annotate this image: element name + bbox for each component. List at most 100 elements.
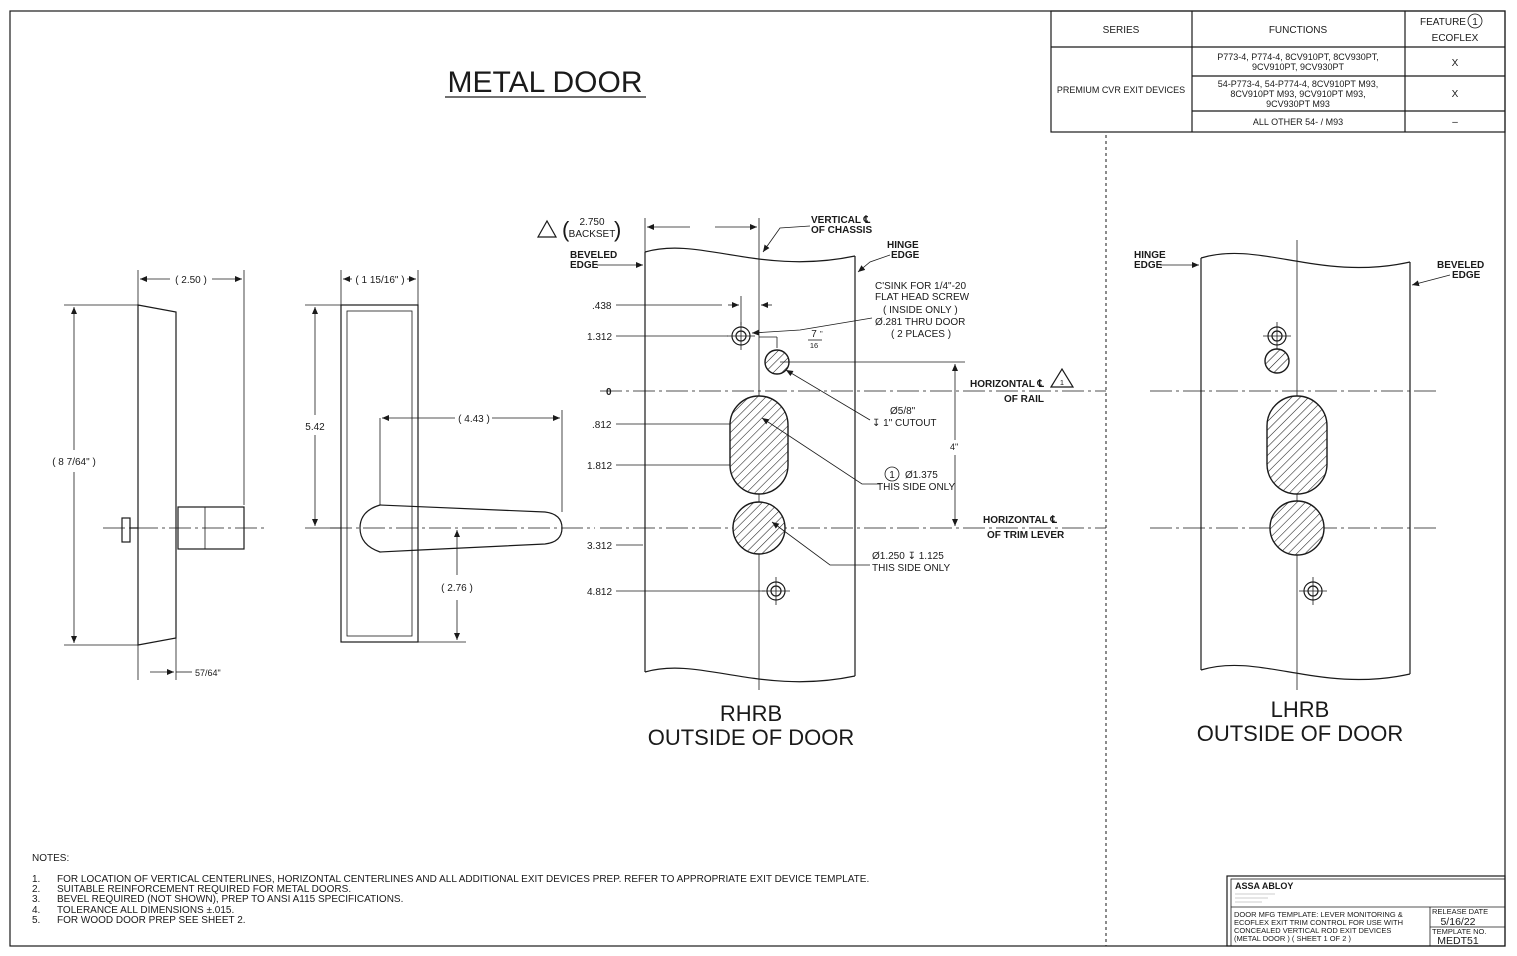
note-4-number: 4. (32, 905, 40, 916)
lhrb-door-view: HINGE EDGE BEVELED EDGE LHRB OUTSIDE OF … (1134, 240, 1484, 746)
lhrb-cutout (1264, 348, 1290, 374)
backset-open-paren: ( (562, 217, 570, 242)
function-row-2-line-3: 9CV930PT M93 (1266, 99, 1330, 109)
rail-cl-label-2: OF RAIL (1004, 394, 1044, 405)
lhrb-slot (1266, 395, 1328, 495)
trim-cl-label-2: OF TRIM LEVER (987, 530, 1065, 541)
series-name: PREMIUM CVR EXIT DEVICES (1057, 85, 1185, 95)
note-1-number: 1. (32, 874, 40, 885)
side-view: ( 2.50 ) ( 8 7/64" ) 57/64" (52, 270, 265, 680)
lhrb-hinge-label-2: EDGE (1134, 260, 1163, 271)
rhrb-caption-2: OUTSIDE OF DOOR (648, 725, 855, 750)
dim-zero: 0 (606, 387, 612, 398)
csink-note-1: C'SINK FOR 1/4"-20 (875, 281, 966, 292)
rail-revision-marker: 1 (1060, 378, 1064, 387)
dim-3-312: 3.312 (587, 541, 612, 552)
cutout-callout-1: Ø5/8" (890, 406, 916, 417)
feature-number: 1 (1472, 17, 1478, 28)
lhrb-csink-hole-top (1263, 322, 1291, 350)
note-5-number: 5. (32, 915, 40, 926)
offset-fraction-unit: " (820, 329, 823, 338)
template-desc-2: ECOFLEX EXIT TRIM CONTROL FOR USE WITH (1234, 918, 1403, 927)
template-desc-4: (METAL DOOR ) ( SHEET 1 OF 2 ) (1234, 934, 1351, 943)
feature-row-3-mark: – (1452, 117, 1458, 128)
feature-table: SERIES FUNCTIONS FEATURE 1 ECOFLEX PREMI… (1050, 10, 1506, 133)
note-5-text: FOR WOOD DOOR PREP SEE SHEET 2. (57, 915, 246, 926)
hinge-edge-label-1: HINGE (887, 240, 919, 251)
template-desc-1: DOOR MFG TEMPLATE: LEVER MONITORING & (1234, 910, 1403, 919)
front-height-dim: 5.42 (305, 422, 325, 433)
side-height-dim: ( 8 7/64" ) (52, 457, 96, 468)
front-width-dim: ( 1 15/16" ) (355, 275, 404, 286)
lhrb-hole (1269, 500, 1325, 556)
feature-row-2-mark: X (1452, 89, 1459, 100)
csink-note-3: ( INSIDE ONLY ) (883, 305, 958, 316)
vertical-cl-label-2: OF CHASSIS (811, 225, 872, 236)
notes-block: NOTES: 1. FOR LOCATION OF VERTICAL CENTE… (32, 853, 869, 926)
csink-note-4: Ø.281 THRU DOOR (875, 317, 965, 328)
slot-ref-circle (884, 466, 900, 482)
lhrb-caption-2: OUTSIDE OF DOOR (1197, 721, 1404, 746)
lhrb-csink-hole-bottom (1299, 577, 1327, 605)
offset-fraction-num: 7 (811, 329, 817, 340)
csink-hole-top (727, 322, 755, 350)
csink-hole-bottom (762, 577, 790, 605)
header-ecoflex: ECOFLEX (1432, 33, 1479, 44)
function-row-1-line-2: 9CV910PT, 9CV930PT (1252, 62, 1345, 72)
side-depth-dim: ( 2.50 ) (175, 275, 207, 286)
note-3-number: 3. (32, 894, 40, 905)
notes-heading: NOTES: (32, 853, 69, 864)
backset-close-paren: ) (614, 217, 621, 242)
hole-callout-1: Ø1.250 ↧ 1.125 (872, 551, 944, 562)
slot-callout-2: THIS SIDE ONLY (877, 482, 955, 493)
cutout-callout-2: ↧ 1" CUTOUT (872, 418, 937, 429)
backset-label: BACKSET (569, 229, 616, 240)
lhrb-hinge-label-1: HINGE (1134, 250, 1166, 261)
csink-note-5: ( 2 PLACES ) (891, 329, 951, 340)
csink-note-2: FLAT HEAD SCREW (875, 292, 970, 303)
revision-triangle (536, 219, 558, 238)
template-desc-3: CONCEALED VERTICAL ROD EXIT DEVICES (1234, 926, 1391, 935)
header-series: SERIES (1103, 25, 1140, 36)
function-row-3-line-1: ALL OTHER 54- / M93 (1253, 117, 1343, 127)
trim-cl-label-1: HORIZONTAL ℄ (983, 515, 1057, 526)
template-no-value: MEDT51 (1437, 935, 1479, 947)
feature-number-circle (1467, 13, 1483, 29)
rhrb-caption-1: RHRB (720, 701, 782, 726)
note-1-text: FOR LOCATION OF VERTICAL CENTERLINES, HO… (57, 874, 869, 885)
offset-fraction-den: 16 (810, 341, 818, 350)
lever-drop-dim: ( 2.76 ) (441, 583, 473, 594)
template-no-label: TEMPLATE NO. (1432, 927, 1486, 936)
hole-1-250 (732, 501, 786, 555)
function-row-2-line-1: 54-P773-4, 54-P774-4, 8CV910PT M93, (1218, 79, 1378, 89)
dim-0-812: .812 (592, 420, 612, 431)
dim-0-438: .438 (592, 301, 612, 312)
lever-length-dim: ( 4.43 ) (458, 414, 490, 425)
brand-logo-text: ASSA ABLOY (1235, 881, 1293, 891)
side-base-dim: 57/64" (195, 668, 221, 678)
release-date-label: RELEASE DATE (1432, 907, 1488, 916)
note-4-text: TOLERANCE ALL DIMENSIONS ±.015. (57, 905, 234, 916)
function-row-1-line-1: P773-4, P774-4, 8CV910PT, 8CV930PT, (1217, 52, 1379, 62)
dim-4-812: 4.812 (587, 587, 612, 598)
lhrb-caption-1: LHRB (1271, 697, 1330, 722)
note-3-text: BEVEL REQUIRED (NOT SHOWN), PREP TO ANSI… (57, 894, 403, 905)
rhrb-door-view: ( 2.750 BACKSET ) VERTICAL ℄ OF CHASSIS … (536, 215, 1106, 750)
vertical-4in-dim: 4" (950, 442, 958, 452)
hole-callout-2: THIS SIDE ONLY (872, 563, 950, 574)
page-title: METAL DOOR (447, 66, 642, 99)
vertical-cl-label-1: VERTICAL ℄ (811, 215, 871, 226)
release-date-value: 5/16/22 (1440, 916, 1475, 928)
lhrb-beveled-label-2: EDGE (1452, 270, 1481, 281)
slot-callout-1: Ø1.375 (905, 470, 938, 481)
dim-1-812: 1.812 (587, 461, 612, 472)
title-block: ASSA ABLOY DOOR MFG TEMPLATE: LEVER MONI… (1226, 875, 1506, 947)
slot-ref-number: 1 (889, 470, 895, 481)
lhrb-beveled-label-1: BEVELED (1437, 260, 1484, 271)
note-2-number: 2. (32, 884, 40, 895)
sheet-border (9, 10, 1506, 947)
hinge-edge-label-2: EDGE (891, 250, 920, 261)
function-row-2-line-2: 8CV910PT M93, 9CV910PT M93, (1230, 89, 1365, 99)
rail-cl-label-1: HORIZONTAL ℄ (970, 379, 1044, 390)
